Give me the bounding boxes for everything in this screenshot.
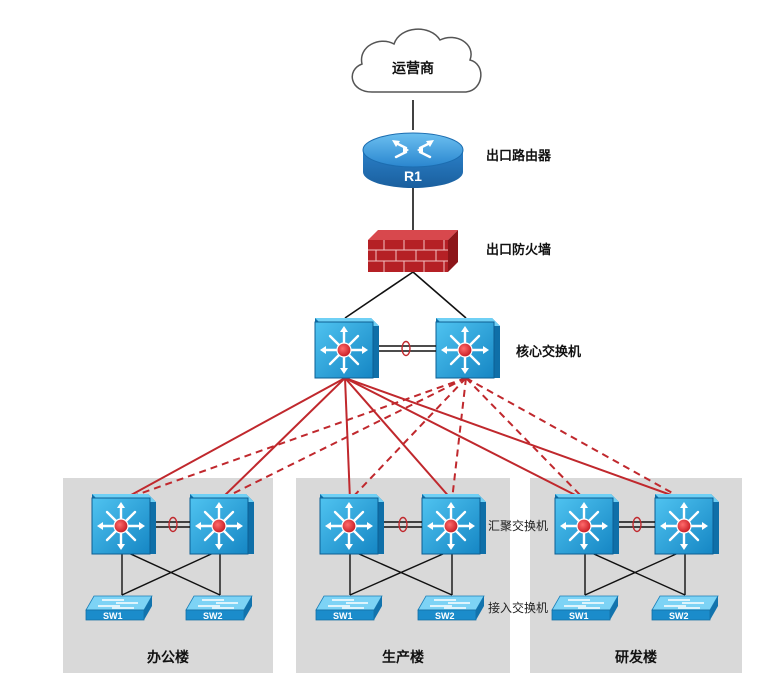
agg-switch-rnd-2-icon	[653, 492, 721, 556]
core-switch-left-icon	[313, 316, 381, 380]
access-switch-production-2-label: SW2	[435, 611, 455, 621]
core-stack-link	[379, 345, 436, 352]
agg-switch-production-1-icon	[318, 492, 386, 556]
agg-link-aggregation-rnd-icon	[632, 516, 642, 533]
router-name: R1	[404, 168, 422, 184]
access-switch-office-2-label: SW2	[203, 611, 223, 621]
core-label: 核心交换机	[516, 344, 581, 360]
cloud-icon	[351, 28, 482, 93]
agg-link-aggregation-office-icon	[168, 516, 178, 533]
router-label: 出口路由器	[486, 148, 552, 164]
backbone-links	[344, 100, 467, 319]
internet-label: 运营商	[392, 60, 434, 77]
access-switch-rnd-1-label: SW1	[569, 611, 589, 621]
router-icon	[362, 132, 464, 188]
firewall-label: 出口防火墙	[486, 242, 551, 258]
firewall-icon	[368, 230, 458, 272]
building-office-label: 办公楼	[147, 649, 189, 666]
agg-stack-link-rnd	[619, 521, 655, 528]
access-label: 接入交换机	[488, 600, 548, 615]
building-rnd-label: 研发楼	[615, 649, 657, 666]
agg-switch-production-2-icon	[420, 492, 488, 556]
access-switch-office-1-label: SW1	[103, 611, 123, 621]
core-link-aggregation-icon	[401, 340, 411, 357]
agg-switch-office-2-icon	[188, 492, 256, 556]
agg-stack-link-production	[384, 521, 422, 528]
core-switch-right-icon	[434, 316, 502, 380]
access-switch-production-1-label: SW1	[333, 611, 353, 621]
access-switch-rnd-2-label: SW2	[669, 611, 689, 621]
access-links	[121, 549, 686, 596]
agg-link-aggregation-production-icon	[398, 516, 408, 533]
agg-switch-office-1-icon	[90, 492, 158, 556]
agg-stack-link-office	[156, 521, 190, 528]
core-uplinks	[121, 377, 686, 501]
agg-switch-rnd-1-icon	[553, 492, 621, 556]
building-production-label: 生产楼	[382, 649, 424, 666]
aggregation-label: 汇聚交换机	[488, 518, 548, 533]
